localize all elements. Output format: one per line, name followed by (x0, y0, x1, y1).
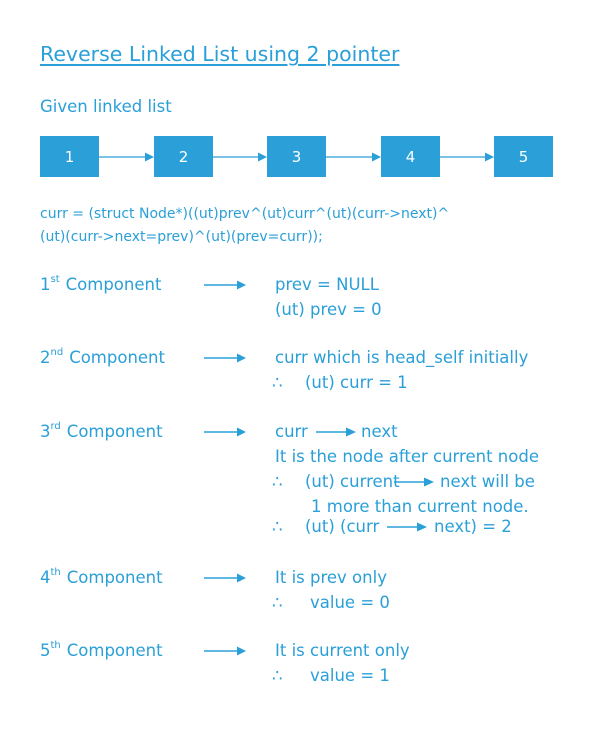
component-1-arrow (204, 280, 246, 290)
code-line-2: (ut)(curr->next=prev)^(ut)(prev=curr)); (40, 229, 323, 245)
component-5-line-1: It is current only (275, 641, 410, 660)
component-2-line-2: (ut) curr = 1 (305, 373, 408, 392)
node-link-arrow-2 (213, 152, 267, 162)
component-5-line-2: value = 1 (310, 666, 390, 685)
node-link-arrow-4 (440, 152, 494, 162)
therefore-icon: ∴ (272, 593, 283, 612)
node-link-arrow-3 (326, 152, 381, 162)
component-3-next-text: next (361, 422, 398, 441)
page-title: Reverse Linked List using 2 pointer (40, 42, 400, 66)
component-4-line-1: It is prev only (275, 568, 387, 587)
list-node-5: 5 (494, 136, 553, 177)
component-3-arrow (204, 427, 246, 437)
therefore-icon: ∴ (272, 666, 283, 685)
therefore-icon: ∴ (272, 517, 283, 536)
component-3-next-equals: next) = 2 (434, 517, 512, 536)
therefore-icon: ∴ (272, 373, 283, 392)
node-link-arrow-1 (99, 152, 154, 162)
component-3-next-will-be: next will be (440, 472, 535, 491)
component-4-arrow (204, 573, 246, 583)
component-2-line-1: curr which is head_self initially (275, 348, 529, 367)
list-node-2: 2 (154, 136, 213, 177)
component-3-curr-text: curr (275, 422, 308, 441)
pointer-arrow-icon (316, 427, 356, 437)
list-node-4: 4 (381, 136, 440, 177)
code-line-1: curr = (struct Node*)((ut)prev^(ut)curr^… (40, 206, 450, 222)
component-1-line-1: prev = NULL (275, 275, 379, 294)
list-node-3: 3 (267, 136, 326, 177)
component-5-arrow (204, 646, 246, 656)
component-3-line-4: 1 more than current node. (311, 497, 529, 516)
subtitle: Given linked list (40, 97, 172, 116)
component-2-arrow (204, 353, 246, 363)
component-3-current-text: (ut) current (305, 472, 400, 491)
list-node-1: 1 (40, 136, 99, 177)
component-3-curr-text-2: (ut) (curr (305, 517, 380, 536)
component-4-line-2: value = 0 (310, 593, 390, 612)
component-1-line-2: (ut) prev = 0 (275, 300, 382, 319)
pointer-arrow-icon (387, 522, 427, 532)
pointer-arrow-icon (394, 477, 434, 487)
therefore-icon: ∴ (272, 472, 283, 491)
component-3-line-2: It is the node after current node (275, 447, 539, 466)
